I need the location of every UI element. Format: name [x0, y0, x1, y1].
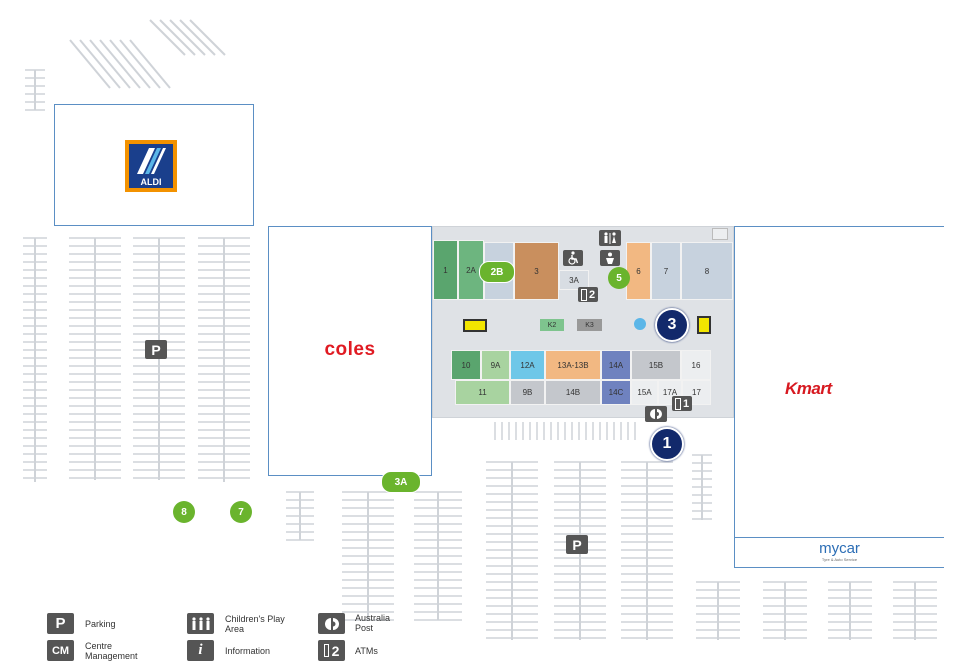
- aldi-logo-mark-icon: [137, 148, 166, 174]
- angled-bay: [89, 39, 131, 89]
- shop-12a[interactable]: 12A: [510, 350, 545, 380]
- atm-two-count: 2: [588, 288, 596, 301]
- kiosk-circle[interactable]: [634, 318, 646, 330]
- shop-1[interactable]: 1: [433, 240, 458, 300]
- kiosk-k3[interactable]: K3: [577, 319, 602, 331]
- shop-8[interactable]: 8: [681, 242, 733, 300]
- wheelchair-icon[interactable]: [563, 250, 583, 266]
- legend-information-icon: i: [187, 640, 214, 661]
- legend-australia-post-icon: [318, 613, 345, 634]
- kiosk-yellow-right[interactable]: [697, 316, 711, 334]
- angled-bay: [159, 19, 196, 56]
- aldi-logo-text: ALDI: [140, 177, 162, 187]
- shop-11[interactable]: 11: [455, 380, 510, 405]
- angled-bay: [79, 39, 121, 89]
- angled-bay: [119, 39, 161, 89]
- atm-one-icon[interactable]: 1: [672, 396, 692, 411]
- legend-play-area-label: Children's Play Area: [225, 614, 285, 634]
- shop-14a[interactable]: 14A: [601, 350, 631, 380]
- angled-bay: [179, 19, 216, 56]
- kmart-logo: Kmart: [785, 379, 832, 398]
- angled-bay: [109, 39, 151, 89]
- legend-centre-management-icon: CM: [47, 640, 74, 661]
- entrance-1[interactable]: 1: [650, 427, 684, 461]
- shop-15b[interactable]: 15B: [631, 350, 681, 380]
- kiosk-yellow-left[interactable]: [463, 319, 487, 332]
- marker-2b[interactable]: 2B: [479, 261, 515, 283]
- atm-two-icon[interactable]: 2: [578, 287, 598, 302]
- corner-box: [712, 228, 728, 240]
- legend-play-area-icon: [187, 613, 214, 634]
- legend-atm-label: ATMs: [355, 646, 378, 656]
- mycar-store[interactable]: mycar Tyre & Auto Service: [734, 538, 944, 568]
- australia-post-icon[interactable]: [645, 406, 667, 422]
- shop-3[interactable]: 3: [514, 242, 559, 300]
- legend-parking-icon: P: [47, 613, 74, 634]
- shop-3a[interactable]: 3A: [559, 270, 589, 290]
- legend-parking-label: Parking: [85, 619, 116, 629]
- atm-one-count: 1: [682, 397, 690, 410]
- shop-7[interactable]: 7: [651, 242, 681, 300]
- angled-bay: [149, 19, 186, 56]
- kiosk-k2[interactable]: K2: [540, 319, 564, 331]
- aldi-store[interactable]: ALDI: [54, 104, 254, 226]
- shop-9b[interactable]: 9B: [510, 380, 545, 405]
- entrance-3[interactable]: 3: [655, 308, 689, 342]
- toilets-icon[interactable]: [599, 230, 621, 246]
- mycar-tagline: Tyre & Auto Service: [821, 557, 858, 562]
- marker-7[interactable]: 7: [230, 501, 252, 523]
- legend-australia-post-label: Australia Post: [355, 613, 391, 633]
- marker-8[interactable]: 8: [173, 501, 195, 523]
- legend-centre-management-label: Centre Management: [85, 641, 138, 661]
- shop-16[interactable]: 16: [681, 350, 711, 380]
- angled-bay: [189, 19, 226, 56]
- legend-information-label: Information: [225, 646, 271, 656]
- mycar-logo: mycar: [819, 540, 860, 557]
- shop-15a[interactable]: 15A: [631, 380, 658, 405]
- kmart-store[interactable]: Kmart: [734, 226, 944, 538]
- angled-bay: [129, 39, 171, 89]
- shop-13a-13b[interactable]: 13A-13B: [545, 350, 601, 380]
- coles-logo: coles: [324, 339, 376, 360]
- angled-bay: [99, 39, 141, 89]
- legend-atm-count: 2: [331, 642, 340, 659]
- shop-6[interactable]: 6: [626, 242, 651, 300]
- angled-bay: [69, 39, 111, 89]
- coles-store[interactable]: coles: [268, 226, 432, 476]
- marker-5[interactable]: 5: [608, 267, 630, 289]
- parking-sign-west[interactable]: P: [145, 340, 167, 359]
- baby-change-icon[interactable]: [600, 250, 620, 266]
- shop-9a[interactable]: 9A: [481, 350, 510, 380]
- shop-14b[interactable]: 14B: [545, 380, 601, 405]
- shop-14c[interactable]: 14C: [601, 380, 631, 405]
- shop-10[interactable]: 10: [451, 350, 481, 380]
- marker-3a[interactable]: 3A: [381, 471, 421, 493]
- parking-sign-south[interactable]: P: [566, 535, 588, 554]
- legend-atm-icon: 2: [318, 640, 345, 661]
- aldi-logo: ALDI: [125, 140, 177, 192]
- angled-bay: [169, 19, 206, 56]
